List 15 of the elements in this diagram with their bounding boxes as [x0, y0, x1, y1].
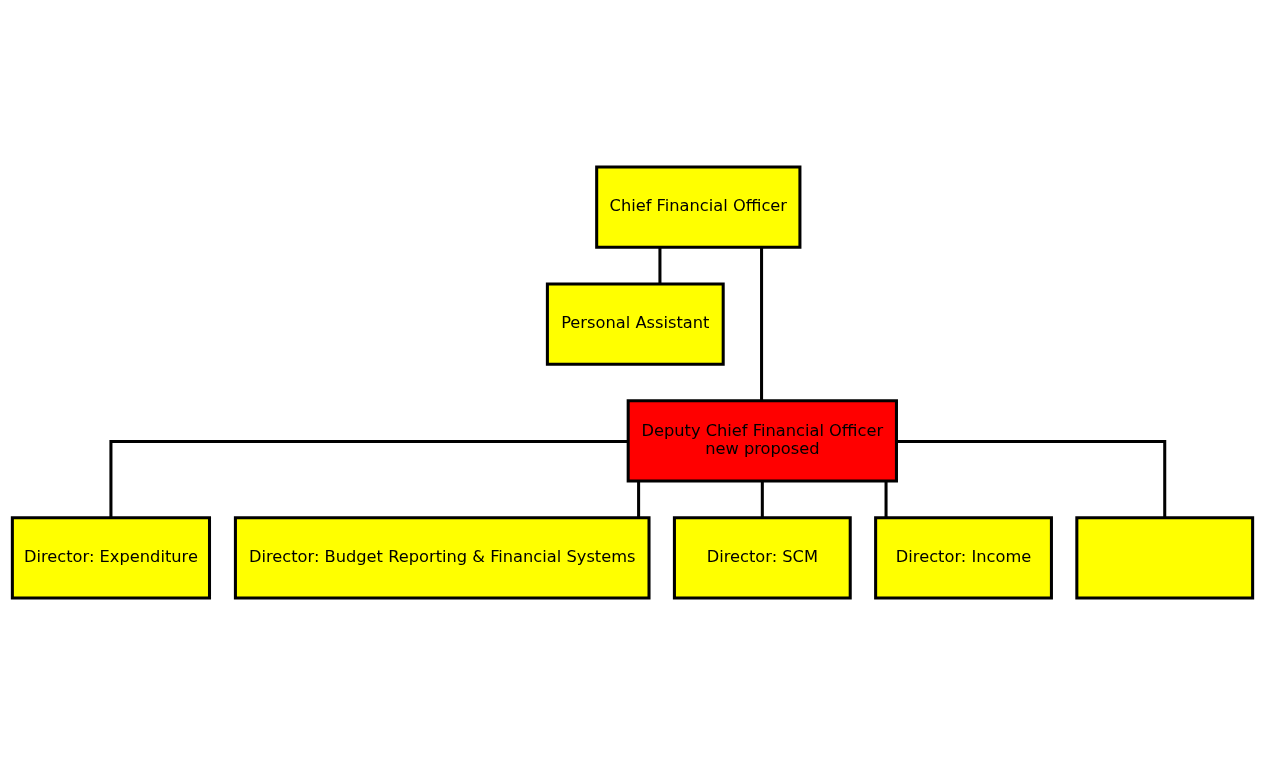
node-box: Director: Expenditure	[10, 516, 212, 600]
node-box: Director: SCM	[672, 516, 852, 600]
node-box	[1075, 516, 1255, 600]
connector	[896, 439, 1167, 518]
node-box: Chief Financial Officer	[595, 165, 802, 249]
connector	[109, 439, 629, 518]
connector	[760, 247, 764, 401]
node-box: Director: Budget Reporting & Financial Systems	[233, 516, 651, 600]
node-box: Director: Income	[874, 516, 1053, 600]
connector	[637, 481, 641, 518]
connector	[884, 481, 888, 518]
node-box: Deputy Chief Financial Officer new proposed	[626, 399, 898, 483]
connector	[760, 481, 764, 518]
node-box: Personal Assistant	[545, 282, 725, 366]
connector	[658, 247, 662, 284]
